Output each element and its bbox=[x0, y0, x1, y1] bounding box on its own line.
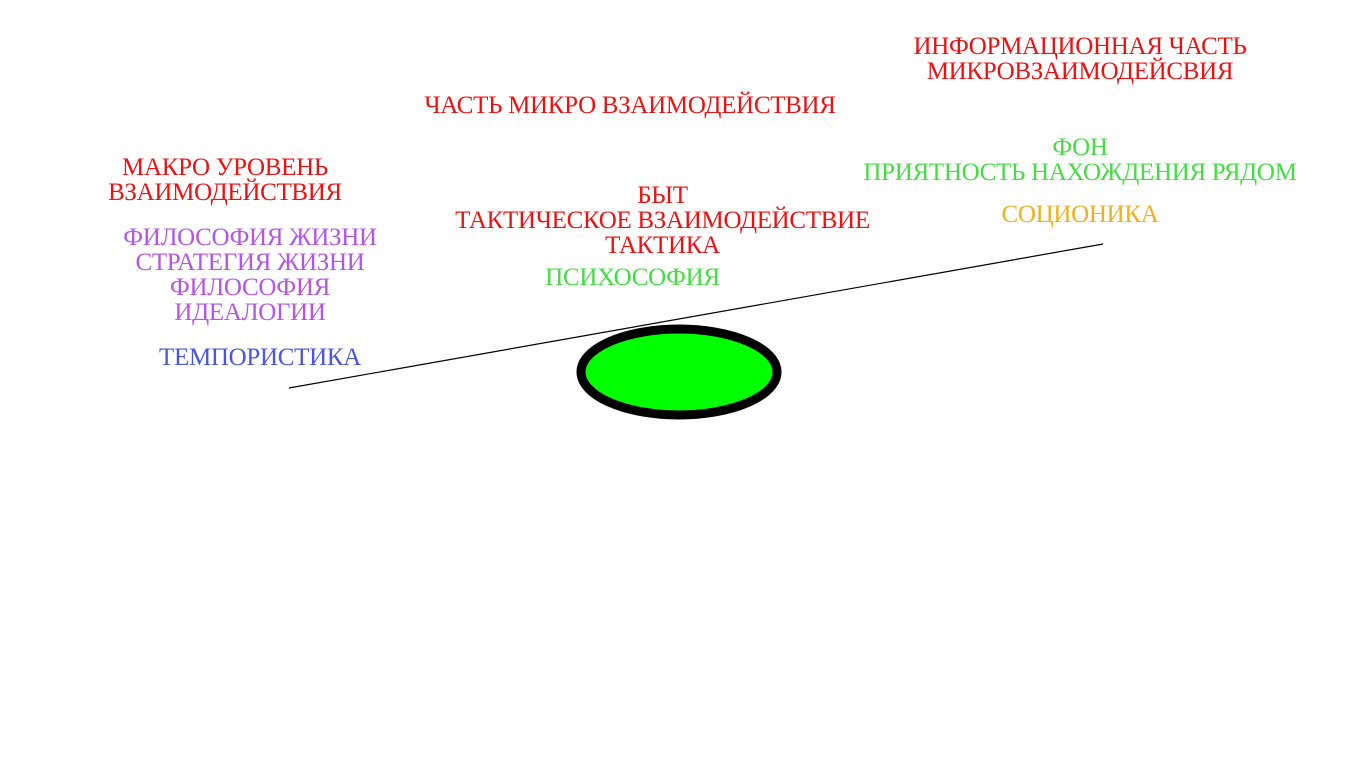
fon-line-1: ФОН bbox=[1052, 134, 1108, 161]
philosophy-label: ФИЛОСОФИЯ ЖИЗНИ СТРАТЕГИЯ ЖИЗНИ ФИЛОСОФИ… bbox=[90, 225, 410, 325]
fulcrum-ellipse bbox=[576, 324, 782, 420]
fon-line-2: ПРИЯТНОСТЬ НАХОЖДЕНИЯ РЯДОМ bbox=[863, 159, 1297, 186]
philosophy-line-4: ИДЕАЛОГИИ bbox=[174, 299, 326, 326]
philosophy-line-3: ФИЛОСОФИЯ bbox=[170, 274, 330, 301]
info-part-line-2: МИКРОВЗАИМОДЕЙСВИЯ bbox=[926, 58, 1234, 85]
macro-level-line-2: ВЗАИМОДЕЙСТВИЯ bbox=[108, 179, 342, 206]
info-part-label: ИНФОРМАЦИОННАЯ ЧАСТЬ МИКРОВЗАИМОДЕЙСВИЯ bbox=[880, 34, 1280, 84]
info-part-line-1: ИНФОРМАЦИОННАЯ ЧАСТЬ bbox=[913, 33, 1247, 60]
temporistics-label: ТЕМПОРИСТИКА bbox=[130, 345, 390, 370]
socionics-label: СОЦИОНИКА bbox=[950, 202, 1210, 227]
socionics-line-1: СОЦИОНИКА bbox=[1001, 201, 1159, 228]
micro-part-line-1: ЧАСТЬ МИКРО ВЗАИМОДЕЙСТВИЯ bbox=[424, 92, 836, 119]
macro-level-label: МАКРО УРОВЕНЬ ВЗАИМОДЕЙСТВИЯ bbox=[70, 155, 380, 205]
byt-line-1: БЫТ bbox=[637, 182, 688, 209]
macro-level-line-1: МАКРО УРОВЕНЬ bbox=[122, 154, 328, 181]
micro-part-label: ЧАСТЬ МИКРО ВЗАИМОДЕЙСТВИЯ bbox=[380, 93, 880, 118]
psychosophy-label: ПСИХОСОФИЯ bbox=[500, 265, 765, 290]
psychosophy-line-1: ПСИХОСОФИЯ bbox=[545, 264, 720, 291]
fon-label: ФОН ПРИЯТНОСТЬ НАХОЖДЕНИЯ РЯДОМ bbox=[830, 135, 1330, 185]
balance-beam-line bbox=[288, 243, 1104, 389]
byt-label: БЫТ ТАКТИЧЕСКОЕ ВЗАИМОДЕЙСТВИЕ ТАКТИКА bbox=[410, 183, 915, 258]
temporistics-line-1: ТЕМПОРИСТИКА bbox=[159, 344, 361, 371]
philosophy-line-2: СТРАТЕГИЯ ЖИЗНИ bbox=[135, 249, 365, 276]
byt-line-2: ТАКТИЧЕСКОЕ ВЗАИМОДЕЙСТВИЕ bbox=[455, 207, 870, 234]
byt-line-3: ТАКТИКА bbox=[605, 232, 720, 259]
philosophy-line-1: ФИЛОСОФИЯ ЖИЗНИ bbox=[123, 224, 377, 251]
